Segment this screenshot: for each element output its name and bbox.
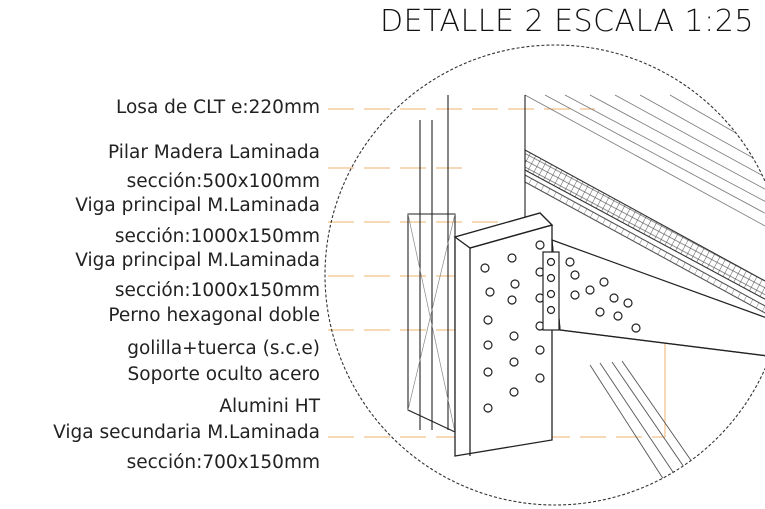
main-beam-right bbox=[551, 239, 765, 361]
label-losa-clt: Losa de CLT e:220mm bbox=[116, 97, 320, 118]
steel-plate bbox=[453, 212, 554, 457]
column-lines bbox=[419, 95, 526, 430]
bolts-plate bbox=[480, 240, 545, 413]
drawing-title: DETALLE 2 ESCALA 1:25 bbox=[380, 4, 754, 39]
label-viga-principal-b-line2: sección:1000x150mm bbox=[114, 280, 320, 301]
label-viga-secundaria-line2: sección:700x150mm bbox=[126, 452, 320, 473]
label-perno-line1: Perno hexagonal doble bbox=[108, 305, 320, 326]
detail-contents bbox=[407, 94, 765, 505]
hidden-support bbox=[542, 251, 560, 331]
label-viga-principal-a-line2: sección:1000x150mm bbox=[114, 226, 320, 247]
label-pilar-line2: sección:500x100mm bbox=[126, 171, 320, 192]
label-viga-secundaria-line1: Viga secundaria M.Laminada bbox=[53, 422, 320, 443]
detail-circle bbox=[324, 44, 765, 506]
secondary-beam bbox=[589, 360, 723, 505]
label-soporte-line2: Alumini HT bbox=[219, 396, 320, 417]
label-perno-line2: golilla+tuerca (s.c.e) bbox=[127, 338, 320, 359]
label-pilar-line1: Pilar Madera Laminada bbox=[107, 142, 320, 163]
label-viga-principal-b-line1: Viga principal M.Laminada bbox=[75, 250, 320, 271]
bolts-beam bbox=[565, 257, 641, 333]
label-viga-principal-a-line1: Viga principal M.Laminada bbox=[75, 195, 320, 216]
label-soporte-line1: Soporte oculto acero bbox=[127, 364, 320, 385]
